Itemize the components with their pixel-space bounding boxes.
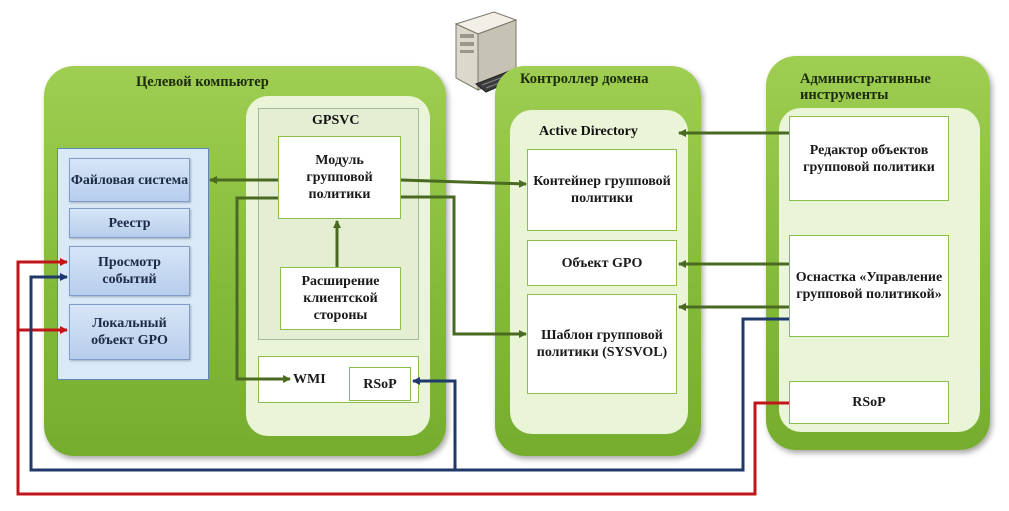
registry-box: Реестр [69,208,190,238]
wmi-label: WMI [293,372,326,387]
arrow-module-to-container [400,178,527,188]
gpo-box: Объект GPO [527,240,677,286]
admin-tools-title: Административные инструменты [800,71,931,103]
gpsvc-title: GPSVC [312,113,360,128]
rsop-admin-box: RSoP [789,381,949,424]
gp-module-box: Модуль групповой политики [278,136,401,219]
arrow-module-to-wmi [235,196,291,383]
rsop-local-box: RSoP [349,367,411,401]
local-gpo-box: Локальный объект GPO [69,304,190,360]
target-computer-title: Целевой компьютер [136,74,269,90]
blue-arrow-to-rsop [412,377,457,470]
filesystem-box: Файловая система [69,158,190,202]
blue-arrow-to-event-viewer [29,273,789,472]
client-extension-box: Расширение клиентской стороны [280,267,401,330]
event-viewer-box: Просмотр событий [69,246,190,296]
active-directory-title: Active Directory [539,124,638,139]
gp-template-box: Шаблон групповой политики (SYSVOL) [527,294,677,394]
domain-controller-title: Контроллер домена [520,71,649,87]
gpmc-snapin-box: Оснастка «Управление групповой политикой… [789,235,949,337]
arrow-module-to-template [401,195,527,338]
red-arrow-to-event-viewer [16,258,789,496]
gp-container-box: Контейнер групповой политики [527,149,677,231]
gpo-editor-box: Редактор объектов групповой политики [789,116,949,201]
